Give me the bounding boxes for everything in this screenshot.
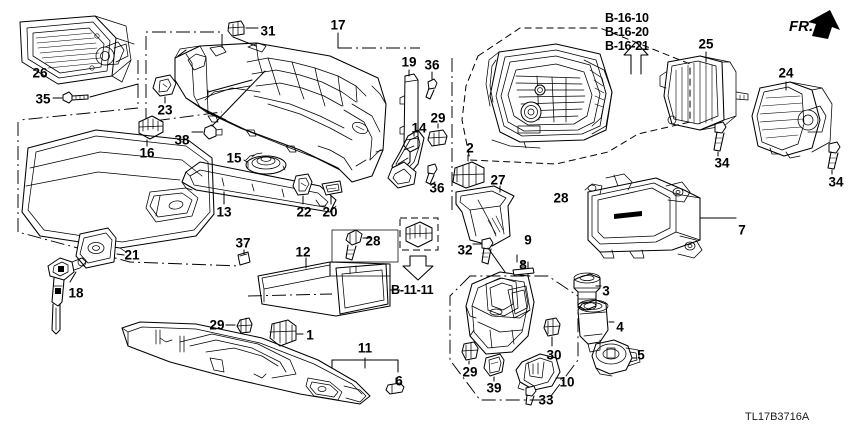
- part-31-clip: [227, 20, 259, 37]
- callout-5: 5: [637, 347, 645, 363]
- section-reference-block: B-16-10 B-16-20 B-16-21: [605, 11, 649, 53]
- callout-29-c: 29: [462, 364, 478, 380]
- part-29-clip-a: [427, 123, 448, 147]
- callout-22: 22: [296, 204, 312, 220]
- callout-31: 31: [260, 23, 276, 39]
- part-12-liner: [257, 257, 391, 317]
- callout-37: 37: [235, 235, 251, 251]
- part-33-screw: [525, 385, 541, 406]
- callout-17: 17: [330, 17, 346, 33]
- callout-11: 11: [357, 340, 373, 356]
- part-30-clip: [543, 317, 561, 347]
- part-38-rod-end: [191, 70, 266, 140]
- part-36-screw-upper: [425, 71, 438, 100]
- part-28-bolt-mid: [345, 229, 371, 261]
- fr-arrow-icon: [808, 10, 840, 39]
- callout-6: 6: [395, 373, 403, 389]
- callout-29-b: 29: [209, 317, 225, 333]
- part-27-cup-holder: [455, 185, 515, 247]
- callout-18: 18: [68, 285, 84, 301]
- callout-20: 20: [322, 204, 338, 220]
- part-15-coil-damper: [243, 152, 287, 175]
- callout-7: 7: [738, 222, 746, 238]
- fr-direction-label: FR.: [789, 18, 814, 35]
- callout-10: 10: [559, 374, 575, 390]
- part-7-light-unit: [584, 173, 737, 259]
- part-24-side-vent: [751, 81, 833, 159]
- part-23-clip: [152, 74, 177, 104]
- callout-8: 8: [519, 257, 527, 273]
- part-18-key: [47, 257, 87, 335]
- callout-13: 13: [216, 204, 232, 220]
- part-20-clip: [321, 180, 343, 205]
- callout-32: 32: [457, 242, 473, 258]
- callout-30: 30: [546, 347, 562, 363]
- part-10-coin-holder: [515, 353, 563, 391]
- callout-2: 2: [466, 140, 474, 156]
- callout-28-b: 28: [365, 233, 381, 249]
- callout-24: 24: [778, 65, 794, 81]
- callout-23: 23: [157, 102, 173, 118]
- callout-16: 16: [139, 145, 155, 161]
- part-16-switch: [138, 115, 164, 147]
- callout-29-a: 29: [430, 110, 446, 126]
- callout-3: 3: [602, 283, 610, 299]
- part-11-lower-cover: [121, 321, 399, 405]
- part-8-emblem-strip: [512, 261, 535, 276]
- callout-34-b: 34: [828, 174, 844, 190]
- part-4-lighter-socket: [577, 299, 615, 353]
- part-34-screw-a: [699, 121, 727, 157]
- part-32-screw: [472, 237, 506, 273]
- part-22-clip: [292, 173, 313, 205]
- callout-12: 12: [295, 244, 311, 260]
- callout-36-lower: 36: [429, 180, 445, 196]
- callout-21: 21: [124, 247, 140, 263]
- part-35-screw: [52, 91, 89, 104]
- part-25-center-vent: [659, 51, 749, 131]
- callout-33: 33: [538, 392, 554, 408]
- callout-15: 15: [226, 150, 242, 166]
- part-21-lock-cover: [75, 227, 125, 269]
- part-39-grommet: [483, 353, 505, 382]
- callout-36-upper: 36: [424, 57, 440, 73]
- callout-25: 25: [698, 36, 714, 52]
- part-34-screw-b: [827, 141, 841, 175]
- callout-39: 39: [486, 380, 502, 396]
- part-26-vent-outlet: [19, 15, 135, 85]
- part-29-clip-b: [225, 317, 253, 334]
- callout-28-a: 28: [553, 190, 569, 206]
- up-arrow-b16: [623, 41, 649, 75]
- part-13-inner-panel: [181, 161, 337, 213]
- callout-9: 9: [524, 232, 532, 248]
- callout-35: 35: [35, 91, 51, 107]
- callout-27: 27: [490, 172, 506, 188]
- callout-38: 38: [174, 132, 190, 148]
- continuation-reference: B-11-11: [391, 283, 434, 297]
- b-11-11-reference-block: [399, 217, 439, 281]
- callout-1: 1: [306, 327, 314, 343]
- part-14-bracket: [387, 129, 425, 189]
- part-door-panel: [21, 129, 215, 253]
- part-36-screw-lower: [425, 163, 438, 185]
- part-37-cushion: [237, 249, 251, 266]
- part-head-unit-assembly: [485, 43, 613, 149]
- part-17-glove-box-frame: [174, 42, 387, 183]
- part-5-socket-ring: [591, 339, 641, 377]
- callout-19: 19: [401, 54, 417, 70]
- callout-26: 26: [32, 65, 48, 81]
- callout-14: 14: [411, 120, 427, 136]
- part-29-clip-c: [461, 341, 479, 365]
- callout-4: 4: [616, 319, 624, 335]
- part-6-bulb: [385, 377, 405, 395]
- part-1-switch: [269, 319, 304, 347]
- callout-34-a: 34: [714, 155, 730, 171]
- part-2-switch: [452, 154, 485, 189]
- drawing-number: TL17B3716A: [745, 411, 810, 423]
